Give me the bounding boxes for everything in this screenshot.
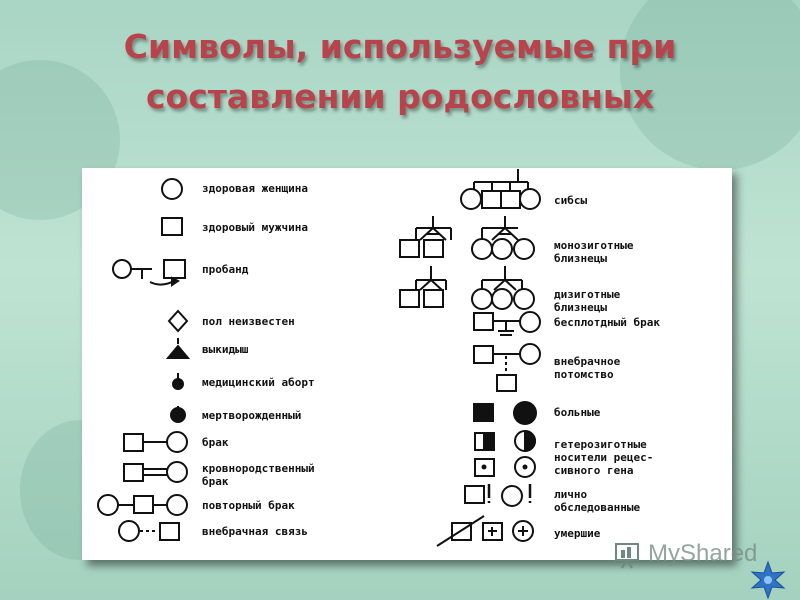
dizygotic-twins-symbol	[399, 266, 535, 310]
label-affected: больные	[554, 406, 601, 419]
label-healthy-man: здоровый мужчина	[202, 221, 308, 234]
extramarital-symbol	[118, 520, 180, 542]
label-miscarriage: выкидыш	[202, 343, 249, 356]
label-deceased: умершие	[554, 527, 601, 540]
monozygotic-twins-symbol	[399, 216, 535, 260]
label-monozygotic-twins: монозиготные близнецы	[554, 239, 634, 265]
label-healthy-woman: здоровая женщина	[202, 182, 308, 195]
label-consanguineous-marriage: кровнородственный брак	[202, 462, 315, 488]
background-decoration	[620, 0, 800, 170]
label-stillborn: мертворожденный	[202, 409, 302, 422]
recessive-carrier-symbol	[474, 456, 536, 478]
slide-title: Символы, используемые при составлении ро…	[123, 27, 677, 116]
label-heterozygous-carriers: гетерозиготные носители рецес- сивного г…	[554, 438, 654, 477]
extramarital-offspring-symbol	[473, 343, 541, 392]
label-proband: пробанд	[202, 263, 249, 276]
sex-unknown-symbol	[167, 309, 189, 333]
heterozygous-carriers-symbol	[474, 429, 536, 453]
label-childless-marriage: бесплотдный брак	[554, 316, 660, 329]
label-sex-unknown: пол неизвестен	[202, 315, 295, 328]
label-marriage: брак	[202, 436, 229, 449]
label-extramarital-offspring: внебрачное потомство	[554, 355, 621, 381]
marriage-symbol	[123, 431, 188, 453]
healthy-man-symbol	[161, 217, 183, 236]
presentation-icon	[615, 543, 639, 569]
deceased-symbol	[436, 515, 534, 547]
consanguineous-marriage-symbol	[123, 461, 188, 483]
personally-examined-symbol	[464, 484, 532, 507]
label-personally-examined: лично обследованные	[554, 488, 641, 514]
label-abortion: медицинский аборт	[202, 376, 315, 389]
remarriage-symbol	[97, 494, 188, 516]
affected-symbol	[473, 401, 537, 425]
abortion-symbol	[172, 373, 184, 390]
healthy-woman-symbol	[161, 178, 183, 200]
watermark-logo: MyShared	[648, 540, 758, 567]
label-remarriage: повторный брак	[202, 499, 295, 512]
pedigree-symbols-card: здоровая женщина здоровый мужчина пробан…	[82, 168, 732, 560]
label-dizygotic-twins: дизиготные близнецы	[554, 288, 621, 314]
stillborn-symbol	[170, 406, 186, 423]
miscarriage-symbol	[165, 338, 191, 359]
childless-marriage-symbol	[473, 311, 541, 336]
sibs-symbol	[460, 169, 541, 210]
star-icon[interactable]	[748, 560, 788, 600]
symbols-diagram	[97, 169, 541, 547]
label-extramarital: внебрачная связь	[202, 525, 308, 538]
label-sibs: сибсы	[554, 194, 588, 207]
proband-symbol	[112, 259, 186, 287]
